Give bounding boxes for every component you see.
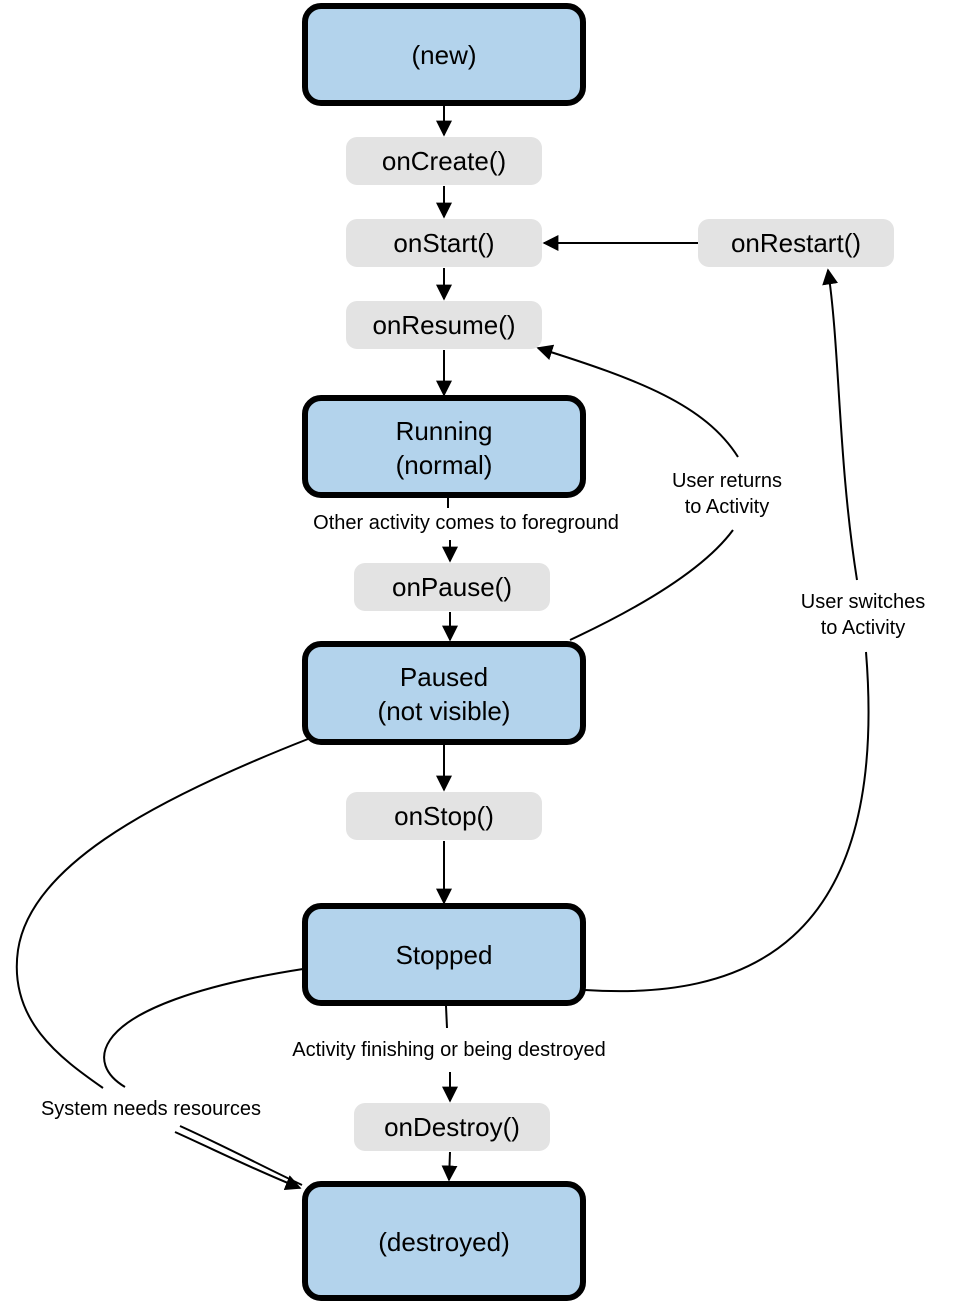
callback-onstart-label: onStart() xyxy=(393,228,494,258)
state-destroyed-label: (destroyed) xyxy=(378,1227,510,1257)
state-running: Running (normal) xyxy=(302,395,586,498)
callback-onstop-label: onStop() xyxy=(394,801,494,831)
edge-user-switches-lower xyxy=(584,651,870,993)
state-paused-line1: Paused xyxy=(400,662,488,692)
state-paused-line2: (not visible) xyxy=(378,696,511,726)
state-new-label: (new) xyxy=(411,40,476,70)
edge-system-needs-to-destroyed-b xyxy=(179,1125,303,1186)
edge-paused-system-needs xyxy=(15,738,309,1089)
callback-onrestart: onRestart() xyxy=(698,219,894,267)
callback-onstop: onStop() xyxy=(346,792,542,840)
edge-stopped-system-needs xyxy=(103,968,304,1088)
callback-onstart: onStart() xyxy=(346,219,542,267)
state-new: (new) xyxy=(302,3,586,106)
callback-onresume-label: onResume() xyxy=(372,310,515,340)
state-running-line2: (normal) xyxy=(396,450,493,480)
label-user-switches-line2: to Activity xyxy=(821,617,905,639)
edge-system-needs-to-destroyed-a xyxy=(174,1131,302,1191)
callback-ondestroy-label: onDestroy() xyxy=(384,1112,520,1142)
callback-oncreate-label: onCreate() xyxy=(382,146,506,176)
label-other-activity: Other activity comes to foreground xyxy=(313,512,619,534)
callback-onpause-label: onPause() xyxy=(392,572,512,602)
callback-ondestroy: onDestroy() xyxy=(354,1103,550,1151)
callback-onpause: onPause() xyxy=(354,563,550,611)
state-paused: Paused (not visible) xyxy=(302,641,586,745)
label-user-returns-line2: to Activity xyxy=(685,496,769,518)
callback-onresume: onResume() xyxy=(346,301,542,349)
edge-user-returns-lower xyxy=(569,529,734,641)
label-system-needs: System needs resources xyxy=(41,1098,261,1120)
callback-onrestart-label: onRestart() xyxy=(731,228,861,258)
state-stopped-label: Stopped xyxy=(396,940,493,970)
callback-oncreate: onCreate() xyxy=(346,137,542,185)
state-running-line1: Running xyxy=(396,416,493,446)
edge-user-switches-upper xyxy=(822,268,858,581)
state-destroyed: (destroyed) xyxy=(302,1181,586,1301)
edges xyxy=(15,105,870,1191)
label-user-returns-line1: User returns xyxy=(672,470,782,492)
edge-ondestroy-to-destroyed xyxy=(441,1151,458,1182)
edge-user-returns-upper xyxy=(536,344,739,458)
state-stopped: Stopped xyxy=(302,903,586,1006)
label-activity-finishing: Activity finishing or being destroyed xyxy=(292,1039,606,1061)
edge-stopped-to-label xyxy=(445,1005,448,1029)
label-user-switches-line1: User switches xyxy=(801,591,925,613)
